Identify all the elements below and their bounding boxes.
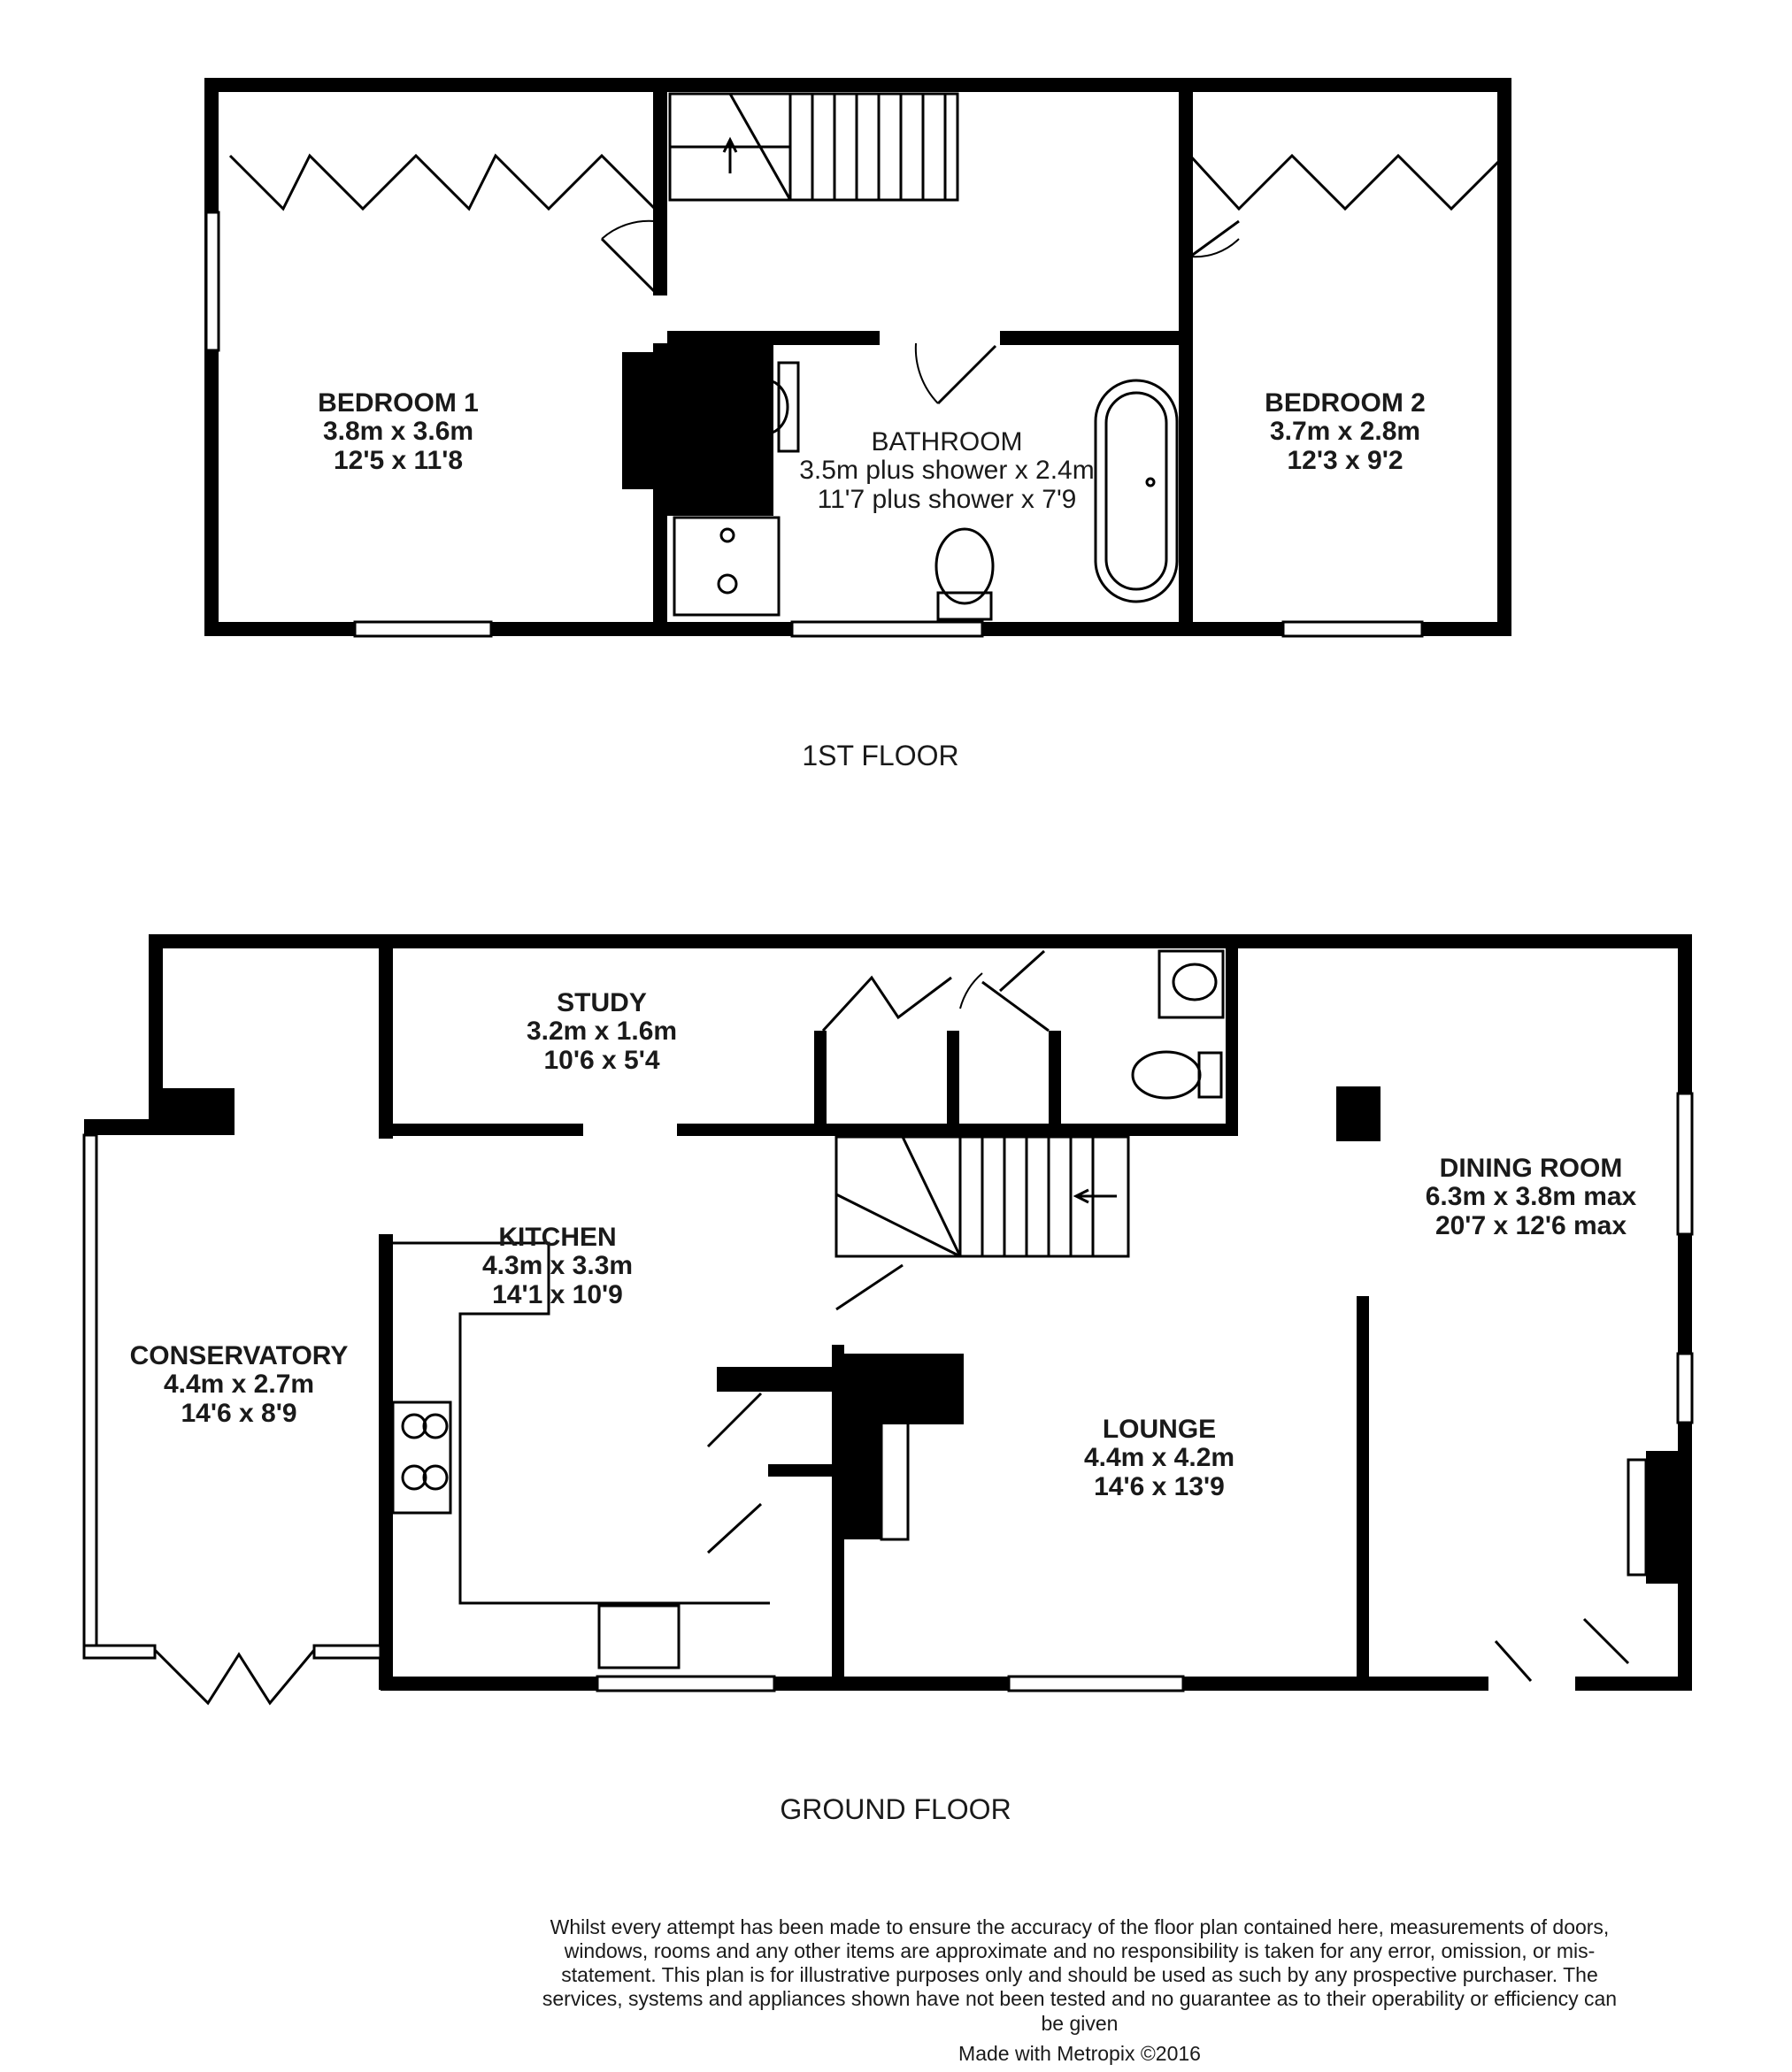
dining-room-imperial: 20'7 x 12'6 max	[1434, 1210, 1627, 1240]
study-name: STUDY	[557, 988, 647, 1017]
kitchen-imperial: 14'1 x 10'9	[492, 1279, 623, 1309]
conservatory-metric: 4.4m x 2.7m	[163, 1370, 315, 1400]
bedroom2-metric: 3.7m x 2.8m	[1269, 417, 1421, 447]
ground-floor-plan	[84, 934, 1692, 1691]
bedroom1-imperial: 12'5 x 11'8	[333, 445, 464, 475]
bathroom-imperial: 11'7 plus shower x 7'9	[817, 484, 1077, 514]
first-floor-title: 1ST FLOOR	[802, 740, 959, 771]
conservatory-name: CONSERVATORY	[129, 1341, 349, 1370]
ground-floor-details	[82, 949, 1694, 1706]
bedroom2-name: BEDROOM 2	[1265, 388, 1426, 418]
dining-room-metric: 6.3m x 3.8m max	[1425, 1182, 1637, 1212]
credit-text: Made with Metropix ©2016	[958, 2042, 1201, 2065]
lounge-metric: 4.4m x 4.2m	[1083, 1443, 1235, 1473]
conservatory-label: CONSERVATORY 4.4m x 2.7m 14'6 x 8'9	[102, 1341, 376, 1428]
lounge-label: LOUNGE 4.4m x 4.2m 14'6 x 13'9	[1027, 1415, 1292, 1501]
bedroom2-label: BEDROOM 2 3.7m x 2.8m 12'3 x 9'2	[1204, 388, 1487, 475]
bedroom1-label: BEDROOM 1 3.8m x 3.6m 12'5 x 11'8	[265, 388, 531, 475]
lounge-name: LOUNGE	[1102, 1415, 1217, 1444]
ground-floor-title: GROUND FLOOR	[780, 1793, 1011, 1825]
bathroom-label: BATHROOM 3.5m plus shower x 2.4m 11'7 pl…	[779, 427, 1115, 514]
dining-room-label: DINING ROOM 6.3m x 3.8m max 20'7 x 12'6 …	[1389, 1154, 1673, 1240]
disclaimer-text: Whilst every attempt has been made to en…	[542, 1915, 1618, 2035]
kitchen-label: KITCHEN 4.3m x 3.3m 14'1 x 10'9	[425, 1223, 690, 1309]
first-floor-plan	[204, 78, 1511, 636]
kitchen-name: KITCHEN	[498, 1223, 617, 1252]
study-imperial: 10'6 x 5'4	[543, 1045, 660, 1075]
bathroom-metric: 3.5m plus shower x 2.4m	[799, 456, 1095, 486]
bedroom1-metric: 3.8m x 3.6m	[322, 417, 474, 447]
bathroom-name: BATHROOM	[871, 427, 1023, 457]
study-label: STUDY 3.2m x 1.6m 10'6 x 5'4	[469, 988, 734, 1075]
lounge-imperial: 14'6 x 13'9	[1094, 1471, 1225, 1501]
first-floor-details	[204, 92, 1506, 638]
bedroom1-name: BEDROOM 1	[318, 388, 479, 418]
bedroom2-imperial: 12'3 x 9'2	[1287, 445, 1404, 475]
conservatory-imperial: 14'6 x 8'9	[181, 1398, 297, 1428]
kitchen-metric: 4.3m x 3.3m	[481, 1251, 634, 1281]
dining-room-name: DINING ROOM	[1439, 1154, 1623, 1183]
study-metric: 3.2m x 1.6m	[526, 1017, 678, 1047]
